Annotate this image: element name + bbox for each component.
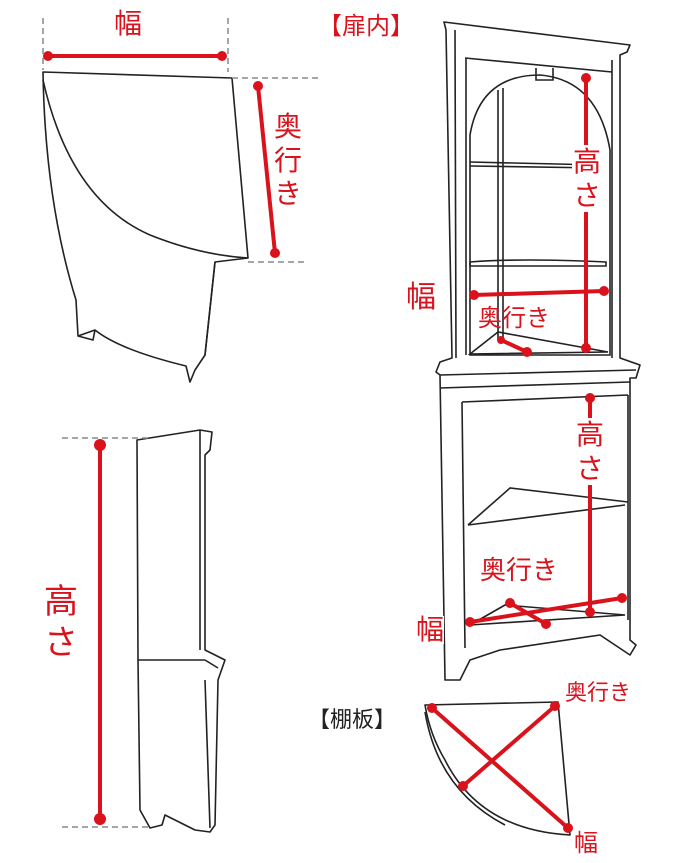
measure-endpoint: [458, 781, 468, 791]
measure-endpoint: [617, 593, 627, 603]
shelf-depth-measure-line: [461, 704, 557, 788]
measure-endpoint: [465, 617, 475, 627]
measure-endpoint: [43, 51, 53, 61]
lower-width-label: 幅: [416, 613, 445, 646]
upper-width-measure-line: [472, 289, 606, 297]
top-depth-measure-line: [256, 84, 277, 255]
measure-endpoint: [522, 347, 532, 357]
side-height-label: 高さ: [44, 582, 78, 663]
upper-depth-label: 奥行き: [478, 304, 550, 332]
upper-height-label: 高さ: [572, 145, 602, 213]
measure-endpoint: [505, 598, 515, 608]
lower-depth-label: 奥行き: [480, 556, 559, 586]
lower-depth-measure-line: [508, 601, 548, 626]
shelf-depth-label: 奥行き: [565, 681, 632, 706]
measure-endpoint: [253, 81, 263, 91]
measure-endpoint: [563, 823, 573, 833]
top-depth-label: 奥行き: [273, 110, 302, 211]
top-view-cabinet: [42, 71, 249, 383]
measure-endpoint: [585, 393, 595, 403]
side-view-cabinet: [136, 429, 226, 833]
measure-endpoint: [581, 73, 591, 83]
measure-endpoint: [94, 439, 106, 451]
lower-height-label: 高さ: [575, 418, 605, 486]
shelf-title: 【棚板】: [308, 708, 397, 733]
measure-endpoint: [270, 248, 280, 258]
door-inside-title: 【扉内】: [318, 12, 414, 40]
measure-endpoint: [469, 290, 479, 300]
measure-endpoint: [550, 701, 560, 711]
measure-endpoint: [497, 336, 505, 344]
measure-endpoint: [585, 607, 595, 617]
measure-endpoint: [541, 619, 551, 629]
measure-endpoint: [94, 813, 106, 825]
measure-endpoint: [581, 343, 591, 353]
shelf-width-label: 幅: [574, 829, 598, 857]
measure-endpoint: [427, 703, 437, 713]
shelf-width-measure-line: [430, 706, 570, 830]
lower-width-measure-line: [468, 596, 624, 624]
top-width-label: 幅: [114, 7, 143, 40]
measure-endpoint: [599, 286, 609, 296]
upper-width-label: 幅: [406, 280, 436, 315]
measure-endpoint: [217, 51, 227, 61]
